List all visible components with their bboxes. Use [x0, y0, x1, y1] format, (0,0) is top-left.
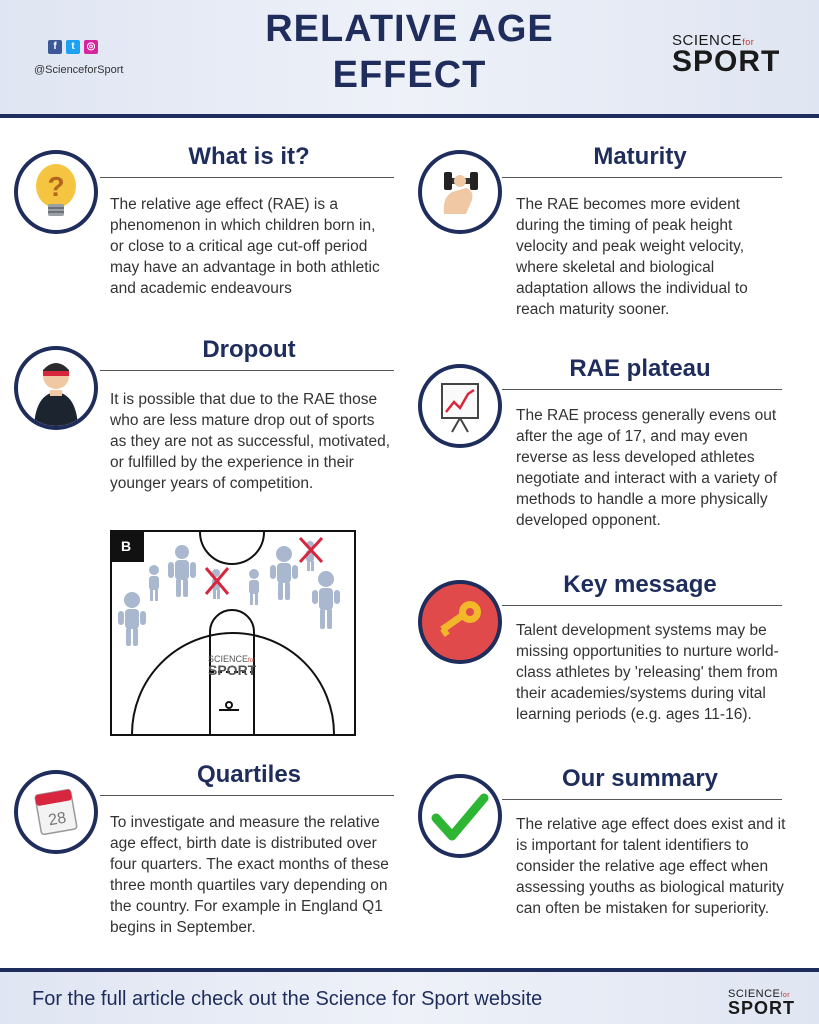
science-for-sport-logo: SCIENCEfor SPORT — [672, 32, 781, 78]
logo-line-1: SCIENCEfor — [672, 32, 755, 49]
court-label: B — [121, 538, 132, 554]
court-logo-line-2: SPORT — [208, 662, 257, 678]
dumbbell-arm-icon — [418, 150, 502, 234]
facebook-icon[interactable]: f — [48, 40, 62, 54]
section-divider — [502, 799, 782, 800]
key-icon — [418, 580, 502, 664]
section-title-maturity: Maturity — [593, 143, 687, 170]
section-divider — [502, 177, 782, 178]
social-icons: f t ◎ — [48, 40, 98, 54]
checkmark-icon — [418, 774, 502, 858]
page-title: RELATIVE AGE EFFECT — [200, 6, 619, 98]
svg-text:?: ? — [47, 171, 64, 202]
section-divider — [502, 389, 782, 390]
twitter-icon[interactable]: t — [66, 40, 80, 54]
header-divider — [0, 114, 819, 118]
section-text-maturity: The RAE becomes more evident during the … — [516, 196, 748, 318]
section-divider — [100, 795, 394, 796]
section-title-quartiles: Quartiles — [196, 761, 302, 788]
footer-logo-line-1: SCIENCEfor — [728, 988, 791, 1000]
calendar-day: 28 — [47, 809, 68, 829]
section-divider — [100, 177, 394, 178]
court-lines — [131, 532, 335, 734]
section-text-quartiles: To investigate and measure the relative … — [110, 814, 389, 936]
court-label-box — [112, 532, 144, 562]
section-title-key-message: Key message — [563, 571, 717, 598]
footer-link-text[interactable]: For the full article check out the Scien… — [32, 988, 543, 1010]
section-text-our-summary: The relative age effect does exist and i… — [516, 816, 786, 917]
section-title-our-summary: Our summary — [561, 765, 719, 792]
chart-board-icon — [418, 364, 502, 448]
footer-divider — [0, 968, 819, 972]
court-logo-line-1: SCIENCEfor — [208, 654, 256, 664]
section-title-dropout: Dropout — [202, 336, 296, 363]
dropout-cross-marks — [204, 536, 324, 595]
section-divider — [502, 605, 782, 606]
footer-logo: SCIENCEfor SPORT — [728, 988, 796, 1018]
footer-banner — [0, 972, 819, 1024]
instagram-icon[interactable]: ◎ — [84, 40, 98, 54]
athlete-headband-icon — [14, 346, 98, 430]
social-handle: @ScienceforSport — [34, 64, 124, 76]
section-text-rae-plateau: The RAE process generally evens out afte… — [516, 407, 778, 529]
calendar-icon: 28 — [14, 770, 98, 854]
logo-line-2: SPORT — [672, 45, 781, 78]
section-title-rae-plateau: RAE plateau — [569, 355, 711, 382]
header-banner — [0, 0, 819, 114]
section-text-key-message: Talent development systems may be missin… — [516, 622, 779, 723]
section-text-what-is-it: The relative age effect (RAE) is a pheno… — [110, 196, 380, 297]
basketball-court-illustration: B SCIENCEfor SPORT — [110, 530, 356, 736]
section-title-what-is-it: What is it? — [188, 143, 310, 170]
footer-logo-line-2: SPORT — [728, 998, 796, 1018]
title-line-2: EFFECT — [332, 54, 487, 96]
section-text-dropout: It is possible that due to the RAE those… — [110, 391, 390, 492]
court-logo: SCIENCEfor SPORT — [208, 654, 257, 678]
title-line-1: RELATIVE AGE — [265, 8, 554, 50]
lightbulb-question-icon: ? — [14, 150, 98, 234]
section-divider — [100, 370, 394, 371]
